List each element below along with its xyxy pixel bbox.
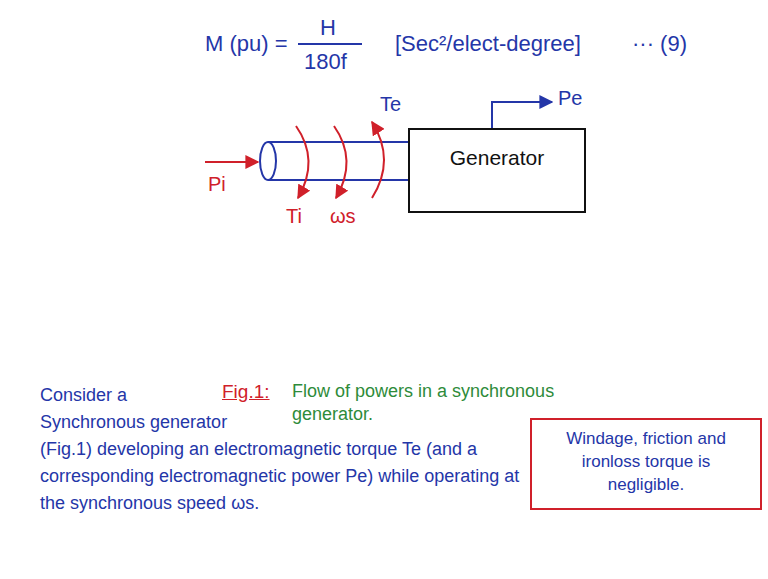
note-box: Windage, friction and ironloss torque is…: [530, 418, 762, 510]
output-power-arrow: [492, 102, 552, 128]
shaft: [260, 142, 410, 180]
input-power-arrow: [205, 161, 258, 163]
speed-arc: [334, 126, 347, 198]
quantity-symbol: Ti: [286, 204, 302, 229]
equation-term: H: [320, 14, 336, 42]
paragraph-text: Consider a Synchronous generator (Fig.1)…: [40, 385, 519, 513]
equation-term: ··· (9): [632, 30, 687, 58]
generator-label: Generator: [420, 144, 574, 172]
quantity-symbol: Te: [380, 92, 401, 117]
quantity-symbol: Pi: [208, 172, 226, 197]
figure-caption: Flow of powers in a synchronous generato…: [292, 380, 572, 425]
quantity-symbol: Pe: [558, 86, 582, 111]
figure-number: Fig.1:: [222, 380, 270, 404]
equation-term: [Sec²/elect-degree]: [395, 30, 581, 58]
generator-box: Generator: [408, 128, 586, 213]
electromagnetic-torque-arc: [372, 122, 384, 198]
quantity-symbol: ωs: [330, 204, 356, 229]
body-paragraph: Consider a Synchronous generator (Fig.1)…: [40, 382, 520, 517]
caption-gap: [228, 382, 520, 436]
note-text: Windage, friction and ironloss torque is…: [544, 428, 748, 497]
fraction-bar: [298, 43, 362, 45]
input-torque-arc: [296, 126, 309, 198]
equation-term: 180f: [304, 48, 347, 76]
equation-term: M (pu) =: [205, 30, 288, 58]
